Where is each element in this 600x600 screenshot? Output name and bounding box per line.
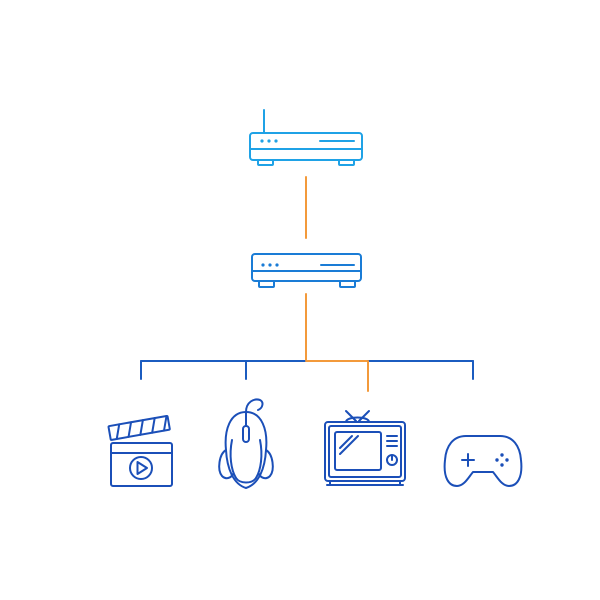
modem-icon xyxy=(251,253,362,288)
wifi-router-icon xyxy=(249,109,363,166)
video-clapperboard-icon xyxy=(107,414,173,487)
connections xyxy=(140,176,474,392)
gamepad-icon xyxy=(443,435,523,487)
retro-tv-icon xyxy=(324,410,406,486)
gaming-mouse-icon xyxy=(218,398,274,489)
